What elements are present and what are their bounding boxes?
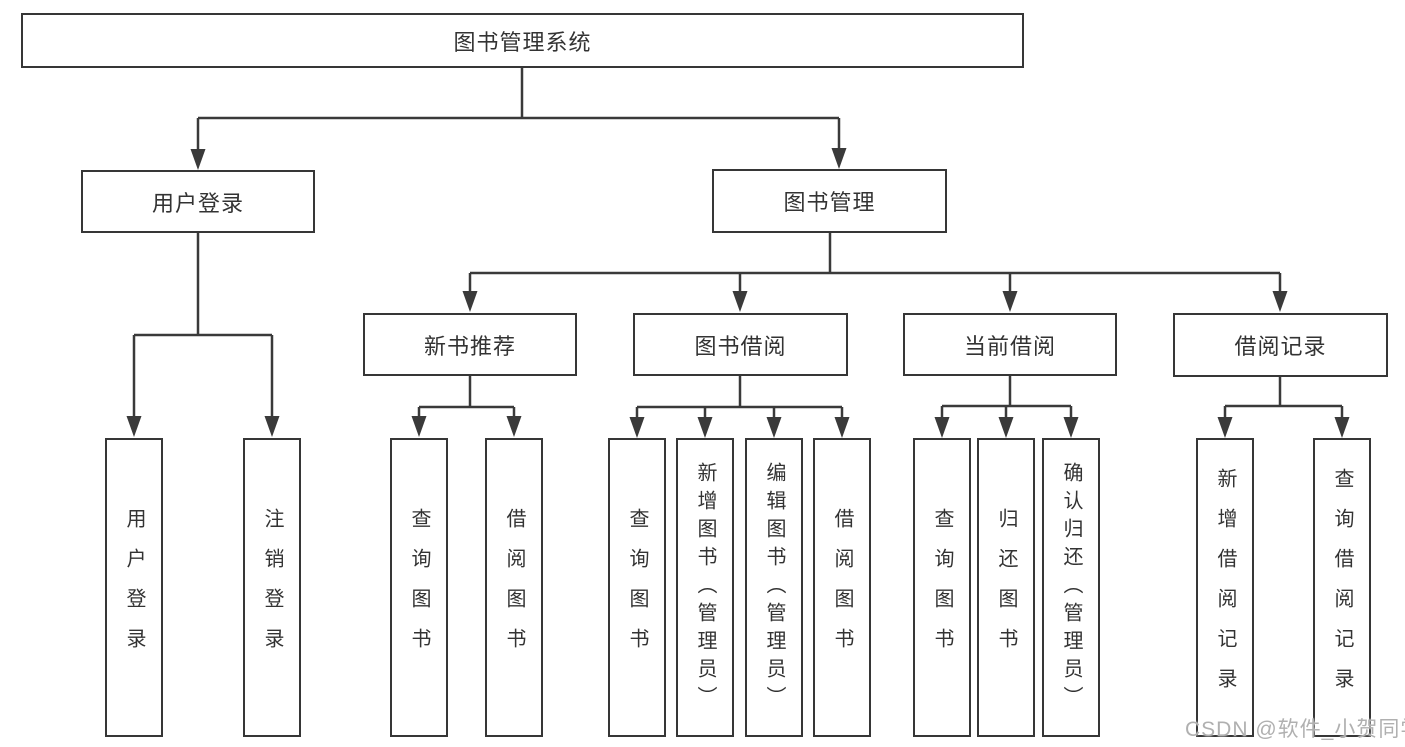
connector-arrowheads — [126, 148, 1350, 438]
node-current-borrow: 当前借阅 — [903, 313, 1117, 376]
leaf-edit-book-admin-label: 编辑图书（管理员） — [763, 461, 785, 714]
leaf-query-book-borrow: 查询图书 — [608, 438, 666, 737]
node-borrow-records-label: 借阅记录 — [1234, 334, 1327, 359]
leaf-borrow-book-recommend-label: 借阅图书 — [503, 507, 525, 668]
leaf-query-book-current-label: 查询图书 — [931, 507, 953, 668]
node-new-book-recommend-label: 新书推荐 — [423, 333, 516, 359]
leaf-query-book-borrow-label: 查询图书 — [626, 507, 648, 668]
leaf-add-book-admin-label: 新增图书（管理员） — [694, 461, 716, 714]
leaf-borrow-book-recommend: 借阅图书 — [485, 438, 543, 737]
leaf-borrow-book: 借阅图书 — [813, 438, 871, 737]
leaf-query-book-recommend-label: 查询图书 — [408, 507, 430, 668]
leaf-query-borrow-record: 查询借阅记录 — [1313, 438, 1371, 737]
leaf-query-book-current: 查询图书 — [913, 438, 971, 737]
node-book-borrow-label: 图书借阅 — [694, 333, 787, 359]
leaf-add-book-admin: 新增图书（管理员） — [676, 438, 734, 737]
leaf-query-book-recommend: 查询图书 — [390, 438, 448, 737]
leaf-logout: 注销登录 — [243, 438, 301, 737]
leaf-user-login: 用户登录 — [105, 438, 163, 737]
node-root: 图书管理系统 — [21, 13, 1024, 68]
node-new-book-recommend: 新书推荐 — [363, 313, 577, 376]
node-current-borrow-label: 当前借阅 — [963, 333, 1056, 359]
node-user-login-label: 用户登录 — [151, 190, 244, 216]
leaf-return-book-label: 归还图书 — [995, 507, 1017, 668]
leaf-confirm-return-admin-label: 确认归还（管理员） — [1060, 461, 1082, 714]
leaf-add-borrow-record: 新增借阅记录 — [1196, 438, 1254, 737]
node-book-borrow: 图书借阅 — [633, 313, 848, 376]
leaf-logout-label: 注销登录 — [261, 507, 283, 668]
node-borrow-records: 借阅记录 — [1173, 313, 1388, 377]
leaf-borrow-book-label: 借阅图书 — [831, 507, 853, 668]
node-user-login: 用户登录 — [81, 170, 315, 233]
leaf-return-book: 归还图书 — [977, 438, 1035, 737]
node-book-management: 图书管理 — [712, 169, 947, 233]
csdn-watermark: CSDN @软件_小贺同学 — [1185, 718, 1405, 741]
leaf-query-borrow-record-label: 查询借阅记录 — [1331, 467, 1353, 708]
leaf-add-borrow-record-label: 新增借阅记录 — [1214, 467, 1236, 708]
node-root-label: 图书管理系统 — [453, 29, 592, 55]
leaf-confirm-return-admin: 确认归还（管理员） — [1042, 438, 1100, 737]
leaf-edit-book-admin: 编辑图书（管理员） — [745, 438, 803, 737]
node-book-management-label: 图书管理 — [783, 190, 876, 215]
leaf-user-login-label: 用户登录 — [123, 507, 145, 668]
